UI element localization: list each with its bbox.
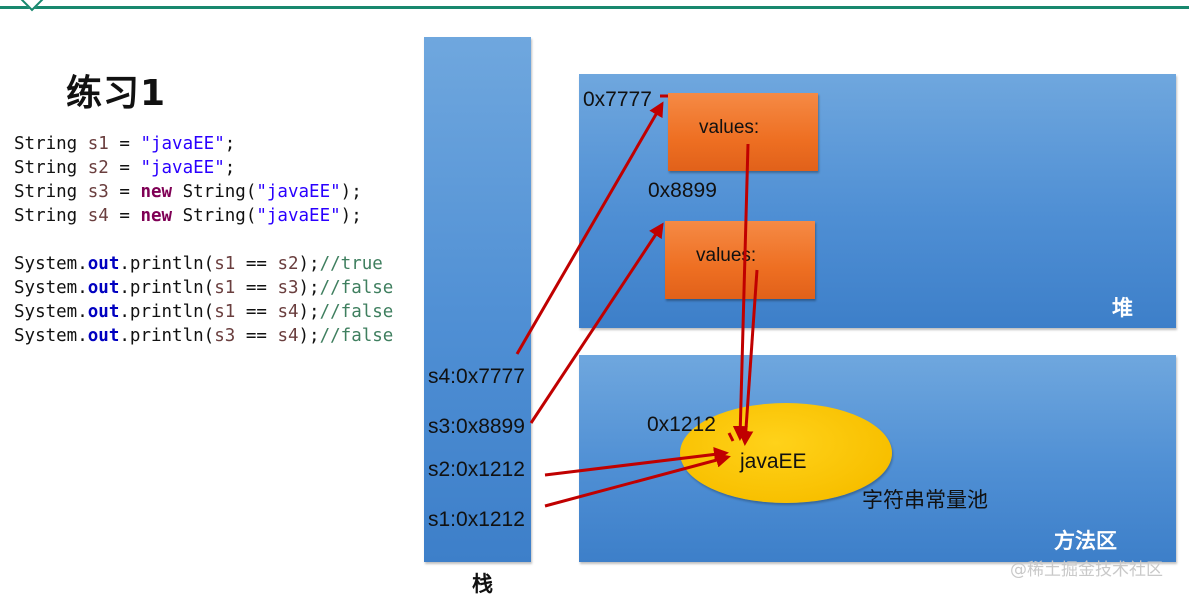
pool-pointer-tick [727, 432, 735, 442]
code-token: new [140, 206, 173, 226]
code-token: ); [340, 206, 362, 226]
code-token: //true [319, 254, 383, 274]
stack-var-s4: s4:0x7777 [428, 365, 525, 388]
code-token: = [108, 134, 141, 154]
code-token: String [14, 206, 88, 226]
code-token: String [14, 134, 88, 154]
code-token: == [235, 302, 278, 322]
code-token: String( [172, 206, 257, 226]
heap-object-2: values: [665, 221, 815, 299]
code-token: String( [172, 182, 257, 202]
code-line: System.out.println(s3 == s4);//false [14, 324, 393, 348]
code-token: .println( [119, 254, 215, 274]
code-token: == [235, 326, 278, 346]
stack-label: 栈 [472, 572, 493, 596]
code-token: s3 [214, 326, 236, 346]
heap-object-1-address: 0x7777 [583, 88, 652, 111]
arrow-s4-to-obj1 [515, 101, 664, 355]
top-bar-line [0, 6, 1189, 9]
string-pool-value: javaEE [740, 450, 807, 473]
code-token: "javaEE" [140, 134, 225, 154]
code-token: s2 [277, 254, 299, 274]
string-pool-address: 0x1212 [647, 413, 716, 436]
heap-object-2-label: values: [696, 245, 757, 266]
code-block: String s1 = "javaEE";String s2 = "javaEE… [14, 132, 393, 348]
arrow-s1-to-pool [544, 452, 731, 508]
stack-var-s1: s1:0x1212 [428, 508, 525, 531]
stack-var-s2: s2:0x1212 [428, 458, 525, 481]
code-token: .println( [119, 278, 215, 298]
code-token: "javaEE" [256, 182, 341, 202]
code-token: out [87, 326, 120, 346]
code-token: out [87, 254, 120, 274]
code-token: //false [319, 302, 394, 322]
arrow-obj1-to-pool [732, 143, 750, 441]
code-token: //false [319, 326, 394, 346]
code-token: s4 [277, 302, 299, 322]
code-token: ); [298, 326, 320, 346]
arrow-s2-to-pool [544, 447, 729, 477]
code-token: "javaEE" [256, 206, 341, 226]
method-area-label: 方法区 [1054, 529, 1117, 553]
code-line: String s4 = new String("javaEE"); [14, 204, 393, 228]
code-token: = [108, 158, 141, 178]
watermark: @稀土掘金技术社区 [1010, 560, 1163, 580]
arrow-s3-to-obj2 [529, 222, 664, 424]
heap-label: 堆 [1112, 296, 1133, 320]
code-token: = [108, 182, 141, 202]
code-token: System. [14, 254, 88, 274]
page-title: 练习1 [66, 73, 167, 114]
heap-object-2-address: 0x8899 [648, 179, 717, 202]
string-pool-label: 字符串常量池 [862, 489, 988, 512]
arrow-obj2-to-pool [738, 269, 759, 446]
code-token: s3 [87, 182, 109, 202]
code-token: s4 [87, 206, 109, 226]
code-token: ; [224, 134, 236, 154]
stack-var-s3: s3:0x8899 [428, 415, 525, 438]
code-token: s1 [214, 254, 236, 274]
code-token: String [14, 182, 88, 202]
code-token: == [235, 254, 278, 274]
code-token: ; [224, 158, 236, 178]
code-token: ); [298, 278, 320, 298]
code-token: //false [319, 278, 394, 298]
code-token: .println( [119, 326, 215, 346]
code-token: == [235, 278, 278, 298]
code-line: String s3 = new String("javaEE"); [14, 180, 393, 204]
code-line: String s2 = "javaEE"; [14, 156, 393, 180]
code-token: out [87, 302, 120, 322]
code-line: System.out.println(s1 == s3);//false [14, 276, 393, 300]
code-token: System. [14, 302, 88, 322]
code-token: s2 [87, 158, 109, 178]
code-token: = [108, 206, 141, 226]
code-line: System.out.println(s1 == s4);//false [14, 300, 393, 324]
code-token: System. [14, 278, 88, 298]
code-line: System.out.println(s1 == s2);//true [14, 252, 393, 276]
heap-object-1-label: values: [699, 117, 760, 138]
code-token: System. [14, 326, 88, 346]
code-token: s4 [277, 326, 299, 346]
code-token: s1 [87, 134, 109, 154]
code-token: .println( [119, 302, 215, 322]
code-token: s1 [214, 302, 236, 322]
code-token: "javaEE" [140, 158, 225, 178]
code-line: String s1 = "javaEE"; [14, 132, 393, 156]
code-token: ); [298, 254, 320, 274]
code-token: ); [340, 182, 362, 202]
code-token: out [87, 278, 120, 298]
code-token: s1 [214, 278, 236, 298]
code-token: String [14, 158, 88, 178]
heap-object-1: values: [668, 93, 818, 171]
top-bar [0, 0, 1189, 12]
code-token: new [140, 182, 173, 202]
code-token: ); [298, 302, 320, 322]
code-token: s3 [277, 278, 299, 298]
stack-region [424, 37, 531, 562]
